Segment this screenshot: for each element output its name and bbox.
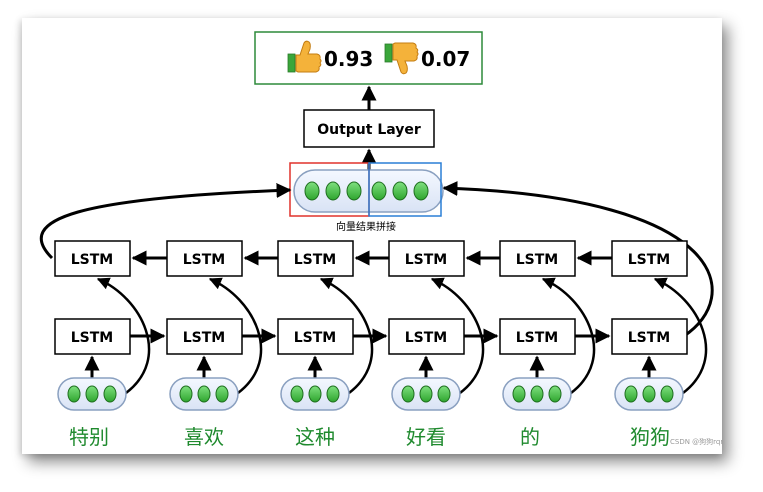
input-embeddings [57, 377, 684, 411]
svg-text:LSTM: LSTM [405, 252, 448, 268]
embedding-1 [57, 377, 127, 411]
diagram-card: 0.93 0.07 Output Layer 向量结果拼接 LSTM [22, 18, 722, 454]
lstm-forward-2: LSTM [166, 318, 243, 355]
lstm-backward-3: LSTM [277, 240, 354, 277]
input-words: 特别 喜欢 这种 好看 的 狗狗 [69, 425, 670, 449]
lstm-forward-5: LSTM [499, 318, 576, 355]
svg-text:LSTM: LSTM [294, 330, 337, 346]
embedding-2 [169, 377, 239, 411]
svg-text:LSTM: LSTM [516, 252, 559, 268]
word-2: 喜欢 [184, 425, 224, 449]
thumbs-up-icon [287, 40, 322, 73]
bilstm-diagram: 0.93 0.07 Output Layer 向量结果拼接 LSTM [39, 31, 722, 449]
svg-text:LSTM: LSTM [628, 252, 671, 268]
input-to-backward-curves [96, 277, 708, 394]
output-result-box: 0.93 0.07 [254, 31, 483, 85]
embedding-6 [614, 377, 684, 411]
backward-lstm-row: LSTM LSTM LSTM LSTM LSTM LSTM [54, 240, 688, 277]
word-6: 狗狗 [630, 425, 670, 449]
output-layer-label: Output Layer [317, 122, 421, 138]
svg-text:LSTM: LSTM [183, 330, 226, 346]
word-1: 特别 [69, 425, 109, 449]
thumbs-down-icon [384, 42, 419, 75]
backward-state-box [368, 162, 442, 217]
svg-text:LSTM: LSTM [71, 252, 114, 268]
forward-lstm-row: LSTM LSTM LSTM LSTM LSTM LSTM [54, 318, 688, 355]
embedding-4 [391, 377, 461, 411]
svg-text:LSTM: LSTM [516, 330, 559, 346]
svg-text:LSTM: LSTM [183, 252, 226, 268]
lstm-backward-1: LSTM [54, 240, 131, 277]
watermark: CSDN @狗狗rqr [670, 437, 722, 446]
lstm-forward-3: LSTM [277, 318, 354, 355]
arrow-forward-to-concat [442, 180, 714, 338]
lstm-backward-4: LSTM [388, 240, 465, 277]
input-to-forward-arrows [84, 355, 657, 378]
arrow-backward-to-concat [39, 183, 292, 260]
word-5: 的 [520, 425, 540, 449]
word-3: 这种 [295, 425, 335, 449]
svg-text:LSTM: LSTM [294, 252, 337, 268]
word-4: 好看 [406, 425, 446, 449]
lstm-forward-4: LSTM [388, 318, 465, 355]
lstm-backward-5: LSTM [499, 240, 576, 277]
embedding-3 [280, 377, 350, 411]
svg-text:LSTM: LSTM [628, 330, 671, 346]
lstm-forward-6: LSTM [611, 318, 688, 355]
svg-text:LSTM: LSTM [405, 330, 448, 346]
concat-vector [289, 162, 444, 217]
svg-text:LSTM: LSTM [71, 330, 114, 346]
lstm-backward-2: LSTM [166, 240, 243, 277]
positive-score: 0.93 [324, 47, 373, 71]
negative-score: 0.07 [421, 47, 470, 71]
output-layer-box: Output Layer [303, 109, 435, 148]
lstm-forward-1: LSTM [54, 318, 131, 355]
embedding-5 [502, 377, 572, 411]
concat-label: 向量结果拼接 [336, 220, 396, 233]
lstm-backward-6: LSTM [611, 240, 688, 277]
